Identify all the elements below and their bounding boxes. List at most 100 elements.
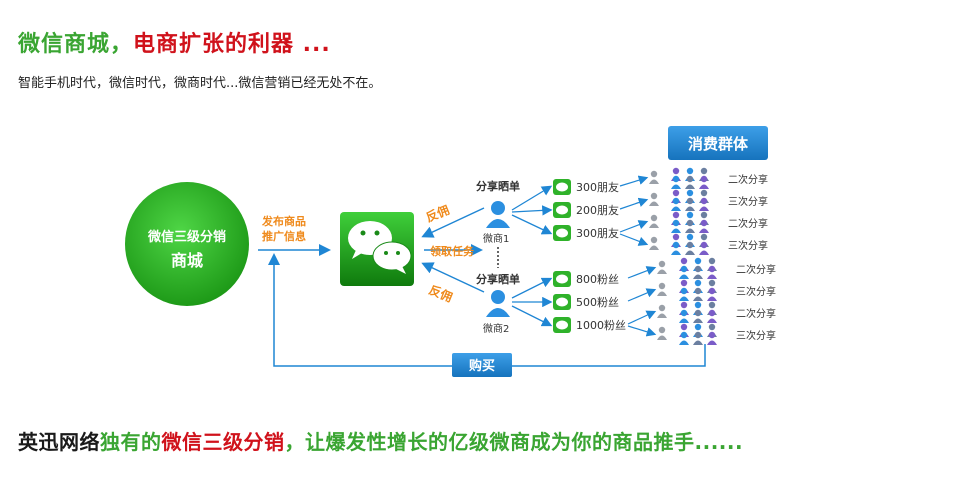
consumer-person-icon (672, 241, 680, 249)
feedback-bottom-arrow (421, 262, 485, 293)
consumer-person-icon (671, 250, 681, 255)
grey-person-icon (658, 282, 666, 290)
mall-label-line2: 商城 (171, 251, 203, 270)
fan-row-3: 1000粉丝 (553, 317, 626, 333)
friend-label-3: 300朋友 (576, 226, 619, 240)
consumer-person-icon (708, 331, 716, 339)
consumer-person-icon (686, 211, 694, 219)
title-red-part: 电商扩张的利器 ... (133, 32, 331, 57)
grey-person-icon (650, 192, 658, 200)
page-title: 微信商城，电商扩张的利器 ... (18, 26, 331, 58)
consumer-person-icon (700, 241, 708, 249)
consumer-person-icon (680, 265, 688, 273)
consumer-person-icon (694, 331, 702, 339)
grey-person-icon (658, 304, 666, 312)
buy-box (452, 353, 512, 377)
grey-person-icon (657, 269, 667, 274)
consumer-person-icon (672, 233, 680, 241)
consumer-person-icon (680, 257, 688, 265)
fan-row-1: 800粉丝 (553, 271, 619, 287)
consumer-person-icon (694, 279, 702, 287)
consumer-person-icon (685, 228, 695, 233)
consumer-person-icon (686, 189, 694, 197)
friend-row-3: 300朋友 (553, 225, 619, 241)
merchant1-label: 微商1 (483, 232, 509, 245)
consumer-person-icon (679, 340, 689, 345)
fan-share-arrow (627, 310, 657, 325)
consumer-person-icon (694, 287, 702, 295)
consumer-person-icon (707, 340, 717, 345)
share-top-label: 分享晒单 (476, 179, 520, 193)
consumer-person-icon (694, 323, 702, 331)
consumer-group-box (668, 126, 768, 160)
share-bottom-1: 二次分享 (736, 263, 776, 276)
consumer-group-label: 消费群体 (688, 135, 749, 153)
consumer-person-icon (671, 206, 681, 211)
footer-company: 英迅网络 (18, 430, 100, 454)
share-bottom-3: 二次分享 (736, 307, 776, 320)
consumer-person-icon (672, 167, 680, 175)
consumer-person-icon (672, 197, 680, 205)
friend-label-1: 300朋友 (576, 180, 619, 194)
m1-friend-arrow-3 (511, 214, 553, 235)
consumer-person-icon (707, 296, 717, 301)
share-bottom-2: 三次分享 (736, 285, 776, 298)
friend-row-2: 200朋友 (553, 202, 619, 218)
fan-row-2: 500粉丝 (553, 294, 619, 310)
merchant2-label: 微商2 (483, 322, 509, 335)
consumer-person-icon (671, 228, 681, 233)
consumer-person-icon (699, 250, 709, 255)
consumer-person-icon (680, 279, 688, 287)
grey-person-icon (649, 179, 659, 184)
consumer-person-icon (680, 309, 688, 317)
grey-person-icon (649, 223, 659, 228)
consumer-person-icon (686, 197, 694, 205)
share-bottom-4: 三次分享 (736, 329, 776, 342)
consumer-person-icon (708, 301, 716, 309)
consumer-person-icon (699, 228, 709, 233)
consumer-person-icon (672, 175, 680, 183)
grey-person-icon (658, 260, 666, 268)
consumer-person-icon (708, 323, 716, 331)
grey-person-icon (649, 245, 659, 250)
m1-friend-arrow-2 (511, 205, 553, 216)
share-top-1: 二次分享 (728, 173, 768, 186)
consumer-person-icon (680, 301, 688, 309)
friend-label-2: 200朋友 (576, 203, 619, 217)
grey-person-icon (650, 214, 658, 222)
friend-share-arrow (619, 175, 649, 187)
consumer-person-icon (680, 323, 688, 331)
consumer-person-icon (680, 331, 688, 339)
consumer-person-icon (694, 257, 702, 265)
footer-slogan: 英迅网络独有的微信三级分销，让爆发性增长的亿级微商成为你的商品推手...... (18, 426, 743, 455)
consumer-person-icon (685, 206, 695, 211)
friend-share-arrow (619, 197, 649, 210)
consumer-person-icon (708, 279, 716, 287)
wechat-app-icon (340, 212, 414, 286)
consumer-person-icon (707, 274, 717, 279)
footer-unique: 独有的 (100, 430, 162, 454)
consumer-person-icon (708, 287, 716, 295)
consumer-person-icon (694, 301, 702, 309)
consumer-person-icon (679, 274, 689, 279)
footer-highlight: 微信三级分销 (161, 430, 285, 454)
fan-label-1: 800粉丝 (576, 273, 619, 286)
consumer-person-icon (693, 296, 703, 301)
consumer-person-icon (700, 233, 708, 241)
publish-label-line2: 推广信息 (262, 229, 306, 243)
consumer-person-icon (693, 340, 703, 345)
fan-label-3: 1000粉丝 (576, 319, 626, 332)
grey-person-icon (657, 291, 667, 296)
consumer-person-icon (708, 265, 716, 273)
grey-person-icon (649, 201, 659, 206)
consumer-person-icon (700, 167, 708, 175)
consumer-person-icon (694, 309, 702, 317)
consumer-person-icon (686, 241, 694, 249)
consumer-person-icon (679, 296, 689, 301)
feedback-top-arrow (421, 207, 485, 238)
grey-person-icon (658, 326, 666, 334)
title-green-part: 微信商城， (18, 32, 134, 57)
consumer-person-icon (694, 265, 702, 273)
consumer-people-top (649, 167, 709, 255)
